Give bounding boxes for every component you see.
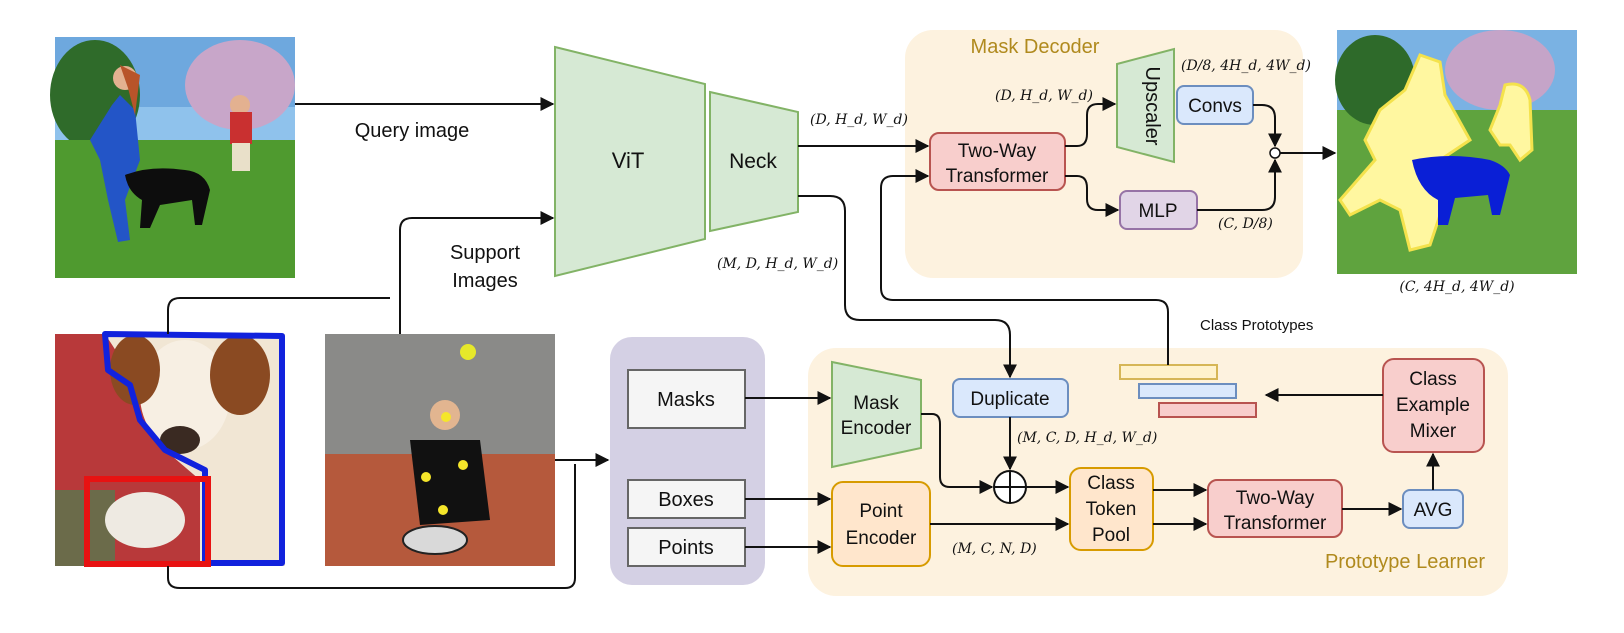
prototype-bar-1 (1119, 364, 1218, 380)
neck-output-shape: (D, H_d, W_d) (810, 112, 908, 128)
support-image-dog-cat (55, 331, 285, 567)
neck-block (709, 90, 799, 233)
output-shape: (C, 4H_d, 4W_d) (1399, 279, 1514, 295)
query-image (50, 37, 295, 278)
duplicate-label: Duplicate (970, 389, 1049, 410)
upscaler-label: Upscaler (1141, 67, 1163, 146)
mixer-label-1: Class (1409, 369, 1457, 390)
learner-transformer-label-1: Two-Way (1236, 488, 1315, 509)
decoder-shape: (D, H_d, W_d) (995, 88, 1093, 104)
arrow-mlp-to-dot (1197, 158, 1282, 211)
decoder-transformer-label-2: Transformer (946, 166, 1049, 187)
class-token-pool-label-3: Pool (1092, 525, 1130, 546)
convs-label: Convs (1188, 96, 1242, 117)
vit-block (554, 45, 706, 278)
boxes-label: Boxes (658, 489, 714, 511)
points-label: Points (658, 537, 714, 559)
prototype-bar-3 (1158, 402, 1257, 418)
mlp-label: MLP (1138, 201, 1177, 222)
avg-label: AVG (1414, 500, 1453, 521)
arrow-convs-to-dot (1253, 104, 1282, 148)
point-encoder-shape: (M, C, N, D) (952, 541, 1037, 557)
point-encoder-block (831, 481, 931, 567)
support-images-label-2: Images (452, 270, 518, 292)
masks-box (627, 369, 746, 429)
class-prototypes-label: Class Prototypes (1200, 317, 1313, 334)
prototype-bar-2 (1138, 383, 1237, 399)
learner-transformer-label-2: Transformer (1224, 513, 1327, 534)
mask-decoder-title: Mask Decoder (971, 36, 1100, 58)
support-feature-shape: (M, D, H_d, W_d) (717, 256, 838, 272)
masks-label: Masks (657, 389, 715, 411)
class-token-pool-block (1069, 467, 1154, 551)
arrow-neck-to-duplicate (798, 195, 1017, 379)
class-token-pool-label-2: Token (1086, 499, 1137, 520)
duplicate-shape: (M, C, D, H_d, W_d) (1017, 430, 1157, 446)
query-image-label: Query image (355, 120, 470, 142)
vit-label: ViT (612, 148, 645, 173)
mlp-shape: (C, D/8) (1218, 216, 1273, 232)
class-example-mixer-block (1382, 358, 1485, 453)
mask-encoder-label-1: Mask (853, 393, 899, 414)
mixer-label-2: Example (1396, 395, 1470, 416)
upscaler-block (1116, 47, 1175, 164)
arrow-mask-encoder-to-sum (921, 413, 994, 494)
prototype-learner-title: Prototype Learner (1325, 551, 1485, 573)
decoder-transformer-label-1: Two-Way (958, 141, 1037, 162)
arrow-support-to-prompts (167, 460, 608, 589)
arrow-transformer-to-mlp (1065, 175, 1120, 217)
two-way-transformer-decoder (929, 132, 1066, 191)
point-encoder-label-2: Encoder (846, 528, 917, 549)
point-encoder-label-1: Point (859, 501, 903, 522)
arrow-support-to-vit (167, 218, 553, 334)
arrow-transformer-to-upscaler (1065, 97, 1117, 147)
output-segmentation (1335, 30, 1577, 274)
arrow-prototypes-to-decoder (880, 169, 1169, 365)
dot-product-node (1269, 147, 1281, 159)
mixer-label-3: Mixer (1410, 421, 1457, 442)
neck-label: Neck (729, 150, 777, 173)
support-image-tennis (325, 334, 555, 566)
sum-node (993, 470, 1027, 504)
upscaler-shape: (D/8, 4H_d, 4W_d) (1181, 58, 1311, 74)
mask-encoder-label-2: Encoder (841, 418, 912, 439)
class-token-pool-label-1: Class (1087, 473, 1135, 494)
support-images-label-1: Support (450, 242, 520, 264)
mask-encoder-block (831, 360, 922, 469)
